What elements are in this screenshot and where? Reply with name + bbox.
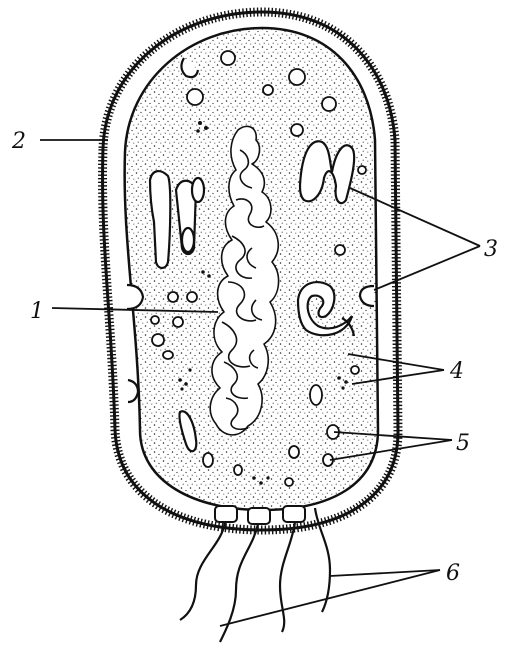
label-4: 4 [449, 359, 464, 384]
label-1: 1 [30, 299, 44, 324]
flagella-basal-bodies [215, 506, 305, 524]
label-3: 3 [484, 237, 498, 262]
label-6: 6 [446, 561, 460, 586]
label-2: 2 [11, 129, 26, 154]
label-5: 5 [456, 431, 470, 456]
